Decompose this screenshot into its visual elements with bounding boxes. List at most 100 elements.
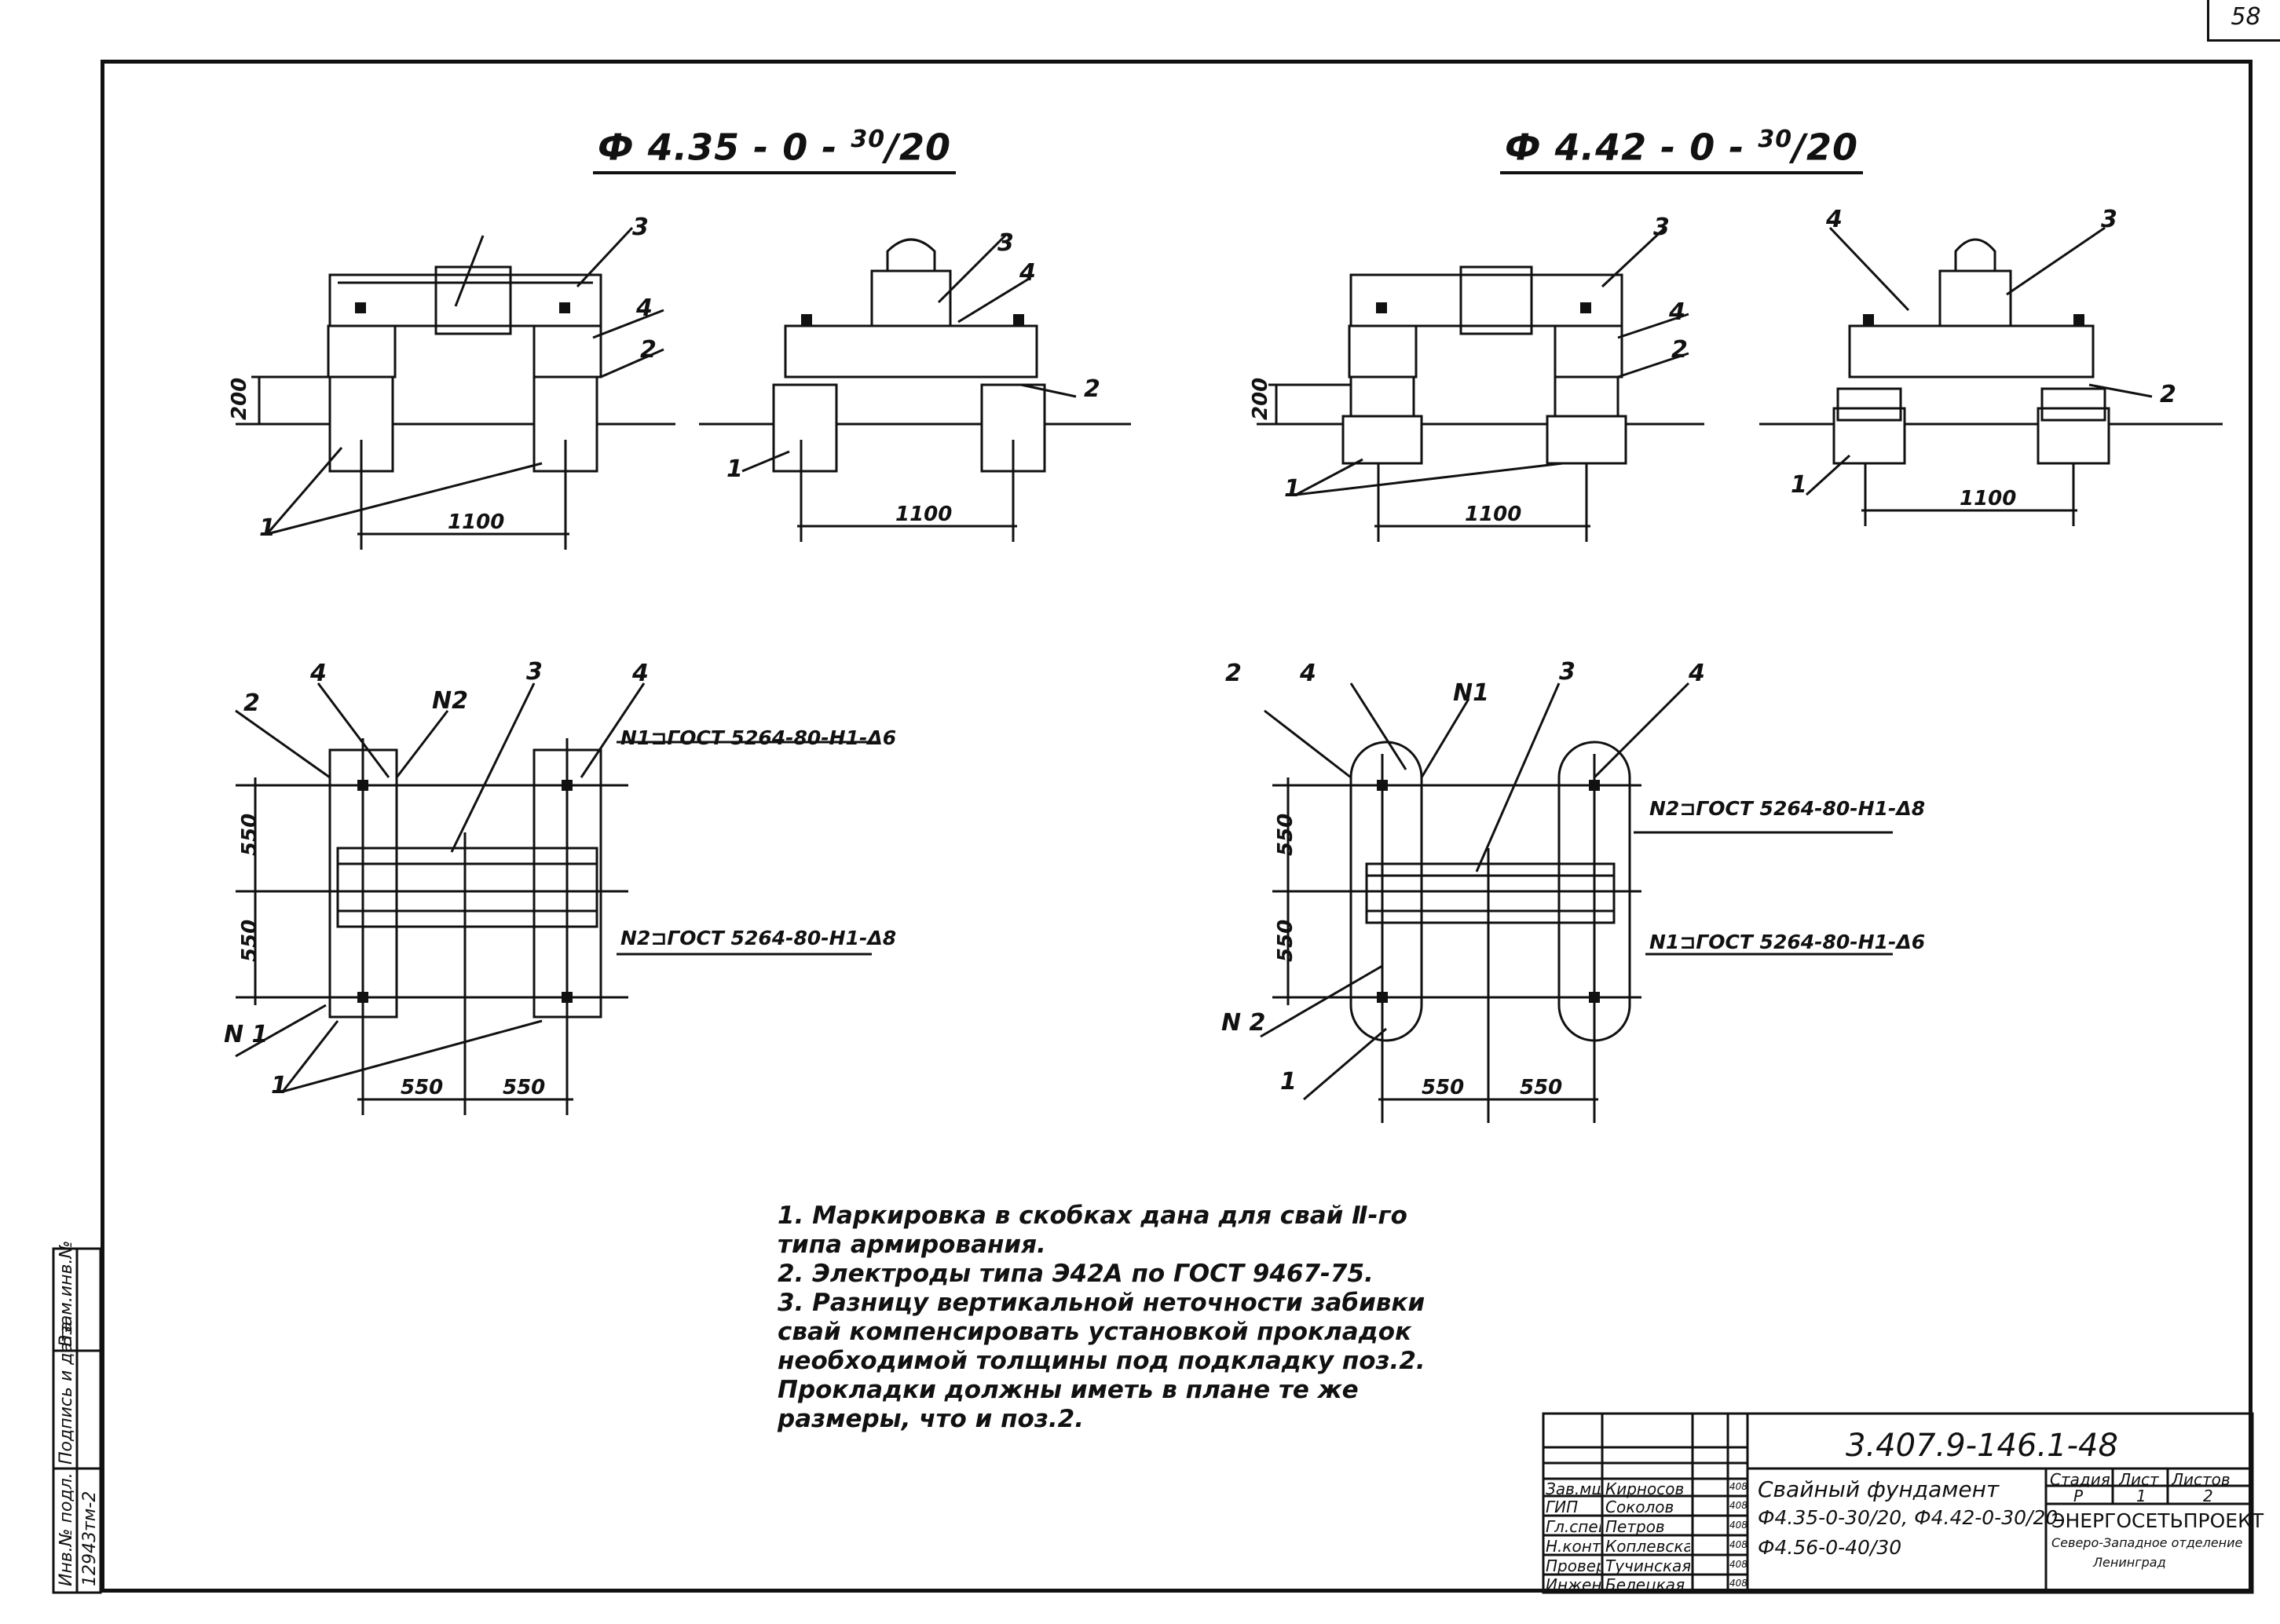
- note-3: 3. Разницу вертикальной неточности забив…: [778, 1289, 1425, 1433]
- elevation-left-side: [699, 234, 1131, 542]
- stamp-name: Соколов: [1605, 1498, 1674, 1516]
- plan-left: [235, 682, 880, 1115]
- label-2: 2: [1671, 336, 1688, 364]
- label-2: 2: [2160, 381, 2176, 408]
- label-1: 1: [1791, 471, 1807, 499]
- label-2: 2: [243, 689, 260, 717]
- dim-550-right-b: 550: [1520, 1076, 1563, 1099]
- label-4: 4: [1669, 298, 1685, 326]
- label-4: 4: [310, 660, 327, 687]
- dim-1100-right-b: 1100: [1960, 487, 2017, 510]
- stamp-sheets-header: Листов: [2172, 1470, 2231, 1489]
- dim-550-left-b: 550: [503, 1076, 546, 1099]
- dim-1100-left-b: 1100: [895, 503, 953, 526]
- dim-200-right: 200: [1249, 377, 1272, 420]
- stamp-description-2: Ф4.35-0-30/20, Ф4.42-0-30/20: [1758, 1506, 2059, 1529]
- sheet-number: 58: [2207, 0, 2280, 42]
- elevation-right-front: [1257, 226, 1704, 542]
- label-1: 1: [726, 455, 743, 483]
- drawing-frame: [101, 60, 2253, 1593]
- side-stamp-replace: Взам.инв.№: [57, 1240, 76, 1347]
- stamp-date: 4083: [1729, 1578, 1747, 1589]
- stamp-name: Коплевская: [1605, 1537, 1690, 1556]
- stamp-role: Инженер: [1546, 1575, 1601, 1594]
- stamp-stage: Р: [2073, 1487, 2084, 1505]
- dim-1100-right-a: 1100: [1465, 503, 1522, 526]
- side-stamp-grid: [52, 1247, 102, 1594]
- title-left: Ф 4.35 - 0 - 30/20: [593, 126, 956, 175]
- bolt-markers: [355, 302, 2084, 1003]
- stamp-name: Кирносов: [1605, 1480, 1685, 1498]
- label-3: 3: [2101, 206, 2117, 233]
- elevation-left-front: [236, 226, 675, 550]
- dim-550-right-a: 550: [1422, 1076, 1465, 1099]
- label-4: 4: [1689, 660, 1705, 687]
- stamp-role: Проверил: [1546, 1556, 1601, 1575]
- stamp-date: 4083: [1729, 1559, 1747, 1570]
- notes-block: 1. Маркировка в скобках дана для свай Ⅱ-…: [778, 1202, 1445, 1434]
- note-2: 2. Электроды типа Э42А по ГОСТ 9467-75.: [778, 1260, 1374, 1288]
- stamp-name: Петров: [1605, 1517, 1665, 1536]
- stamp-code: 3.407.9-146.1-48: [1846, 1428, 2118, 1464]
- label-3: 3: [1653, 214, 1670, 241]
- dim-550-left-lower: 550: [238, 919, 262, 962]
- dim-550-left-a: 550: [401, 1076, 444, 1099]
- label-n1: N 1: [224, 1021, 269, 1048]
- stamp-description-3: Ф4.56-0-40/30: [1758, 1536, 1902, 1559]
- label-4: 4: [1300, 660, 1316, 687]
- stamp-date: 4083: [1729, 1481, 1747, 1492]
- label-n2: N2: [432, 687, 468, 715]
- weld-note-n1: N1⊐ГОСТ 5264-80-Н1-Δ6: [1649, 931, 1926, 953]
- label-2: 2: [1225, 660, 1242, 687]
- label-4: 4: [1019, 259, 1036, 287]
- dim-550-right-upper: 550: [1274, 813, 1297, 856]
- title-right: Ф 4.42 - 0 - 30/20: [1500, 126, 1863, 175]
- stamp-role: Гл.спец: [1546, 1517, 1601, 1536]
- stamp-role: Н.контр: [1546, 1537, 1601, 1556]
- label-n1: N1: [1453, 679, 1489, 707]
- plan-right: [1260, 682, 1893, 1123]
- stamp-description-1: Свайный фундамент: [1758, 1476, 2000, 1502]
- stamp-sheet-header: Лист: [2119, 1470, 2159, 1489]
- stamp-role: ГИП: [1546, 1498, 1579, 1516]
- label-4: 4: [636, 294, 653, 322]
- label-3: 3: [997, 229, 1014, 257]
- label-3: 3: [526, 658, 543, 686]
- weld-note-n2: N2⊐ГОСТ 5264-80-Н1-Δ8: [620, 927, 897, 949]
- stamp-grid: [1542, 1412, 2254, 1594]
- label-4: 4: [632, 660, 649, 687]
- stamp-date: 4083: [1729, 1500, 1747, 1511]
- label-2: 2: [1084, 375, 1100, 403]
- stamp-role: Зав.мщулф: [1546, 1480, 1601, 1498]
- elevation-right-side: [1759, 226, 2223, 526]
- weld-note-n1: N1⊐ГОСТ 5264-80-Н1-Δ6: [620, 726, 897, 749]
- dim-200-left: 200: [228, 377, 251, 420]
- stamp-date: 4083: [1729, 1539, 1747, 1550]
- dim-1100-left-a: 1100: [448, 510, 505, 534]
- dim-550-right-lower: 550: [1274, 919, 1297, 962]
- stamp-org-2: Северо-Западное отделение: [2051, 1535, 2243, 1550]
- label-1: 1: [259, 514, 276, 542]
- stamp-stage-header: Стадия: [2050, 1470, 2110, 1489]
- stamp-org-3: Ленинград: [2093, 1555, 2166, 1570]
- label-4: 4: [1826, 206, 1843, 233]
- side-stamp-inv: Инв.№ подл.: [57, 1472, 76, 1586]
- stamp-org-1: ЭНЕРГОСЕТЬПРОЕКТ: [2051, 1509, 2264, 1532]
- label-3: 3: [1559, 658, 1576, 686]
- dim-550-left-upper: 550: [238, 813, 262, 856]
- stamp-date: 4083: [1729, 1520, 1747, 1531]
- side-stamp-inv-value: 12943тм-2: [80, 1490, 100, 1586]
- stamp-sheet: 1: [2136, 1487, 2146, 1505]
- label-1: 1: [1280, 1068, 1297, 1095]
- label-n2: N 2: [1221, 1009, 1266, 1037]
- weld-note-n2: N2⊐ГОСТ 5264-80-Н1-Δ8: [1649, 797, 1926, 820]
- label-2: 2: [640, 336, 657, 364]
- label-1: 1: [1284, 475, 1301, 503]
- note-1: 1. Маркировка в скобках дана для свай Ⅱ-…: [778, 1202, 1407, 1259]
- stamp-name: Тучинская: [1605, 1556, 1690, 1575]
- label-1: 1: [271, 1072, 287, 1099]
- label-3: 3: [632, 214, 649, 241]
- stamp-name: Белецкая: [1605, 1575, 1685, 1594]
- stamp-sheets: 2: [2203, 1487, 2213, 1505]
